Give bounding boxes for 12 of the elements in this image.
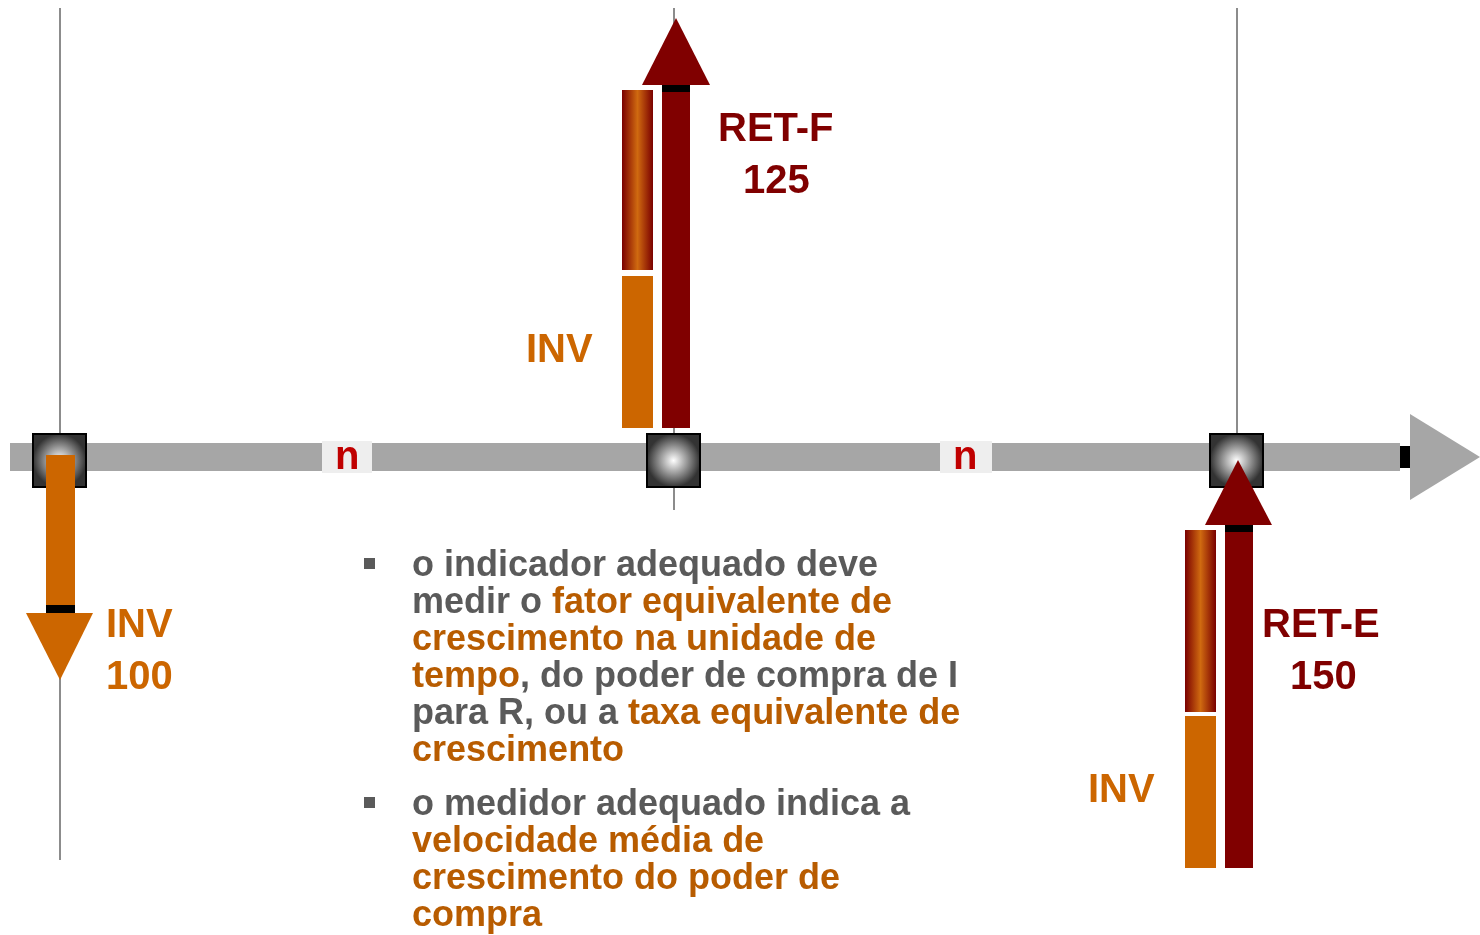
value-label: RET-F bbox=[718, 104, 834, 150]
value-label: INV bbox=[106, 600, 173, 646]
period-label: n bbox=[335, 432, 360, 478]
period-label: n bbox=[953, 432, 978, 478]
value-label: 125 bbox=[743, 156, 810, 202]
value-label: 150 bbox=[1290, 652, 1357, 698]
value-label: RET-E bbox=[1262, 600, 1380, 646]
value-label: INV bbox=[526, 325, 593, 371]
bullet-text: o medidor adequado indica a velocidade média de crescimento do poder de compra bbox=[412, 784, 912, 932]
bullet-text: o indicador adequado deve medir o fator equivalente de crescimento na unidade de tempo, do poder de compra de I para R, ou a taxa equivalente de crescimento bbox=[412, 545, 962, 767]
value-label: 100 bbox=[106, 652, 173, 698]
value-label: INV bbox=[1088, 765, 1155, 811]
